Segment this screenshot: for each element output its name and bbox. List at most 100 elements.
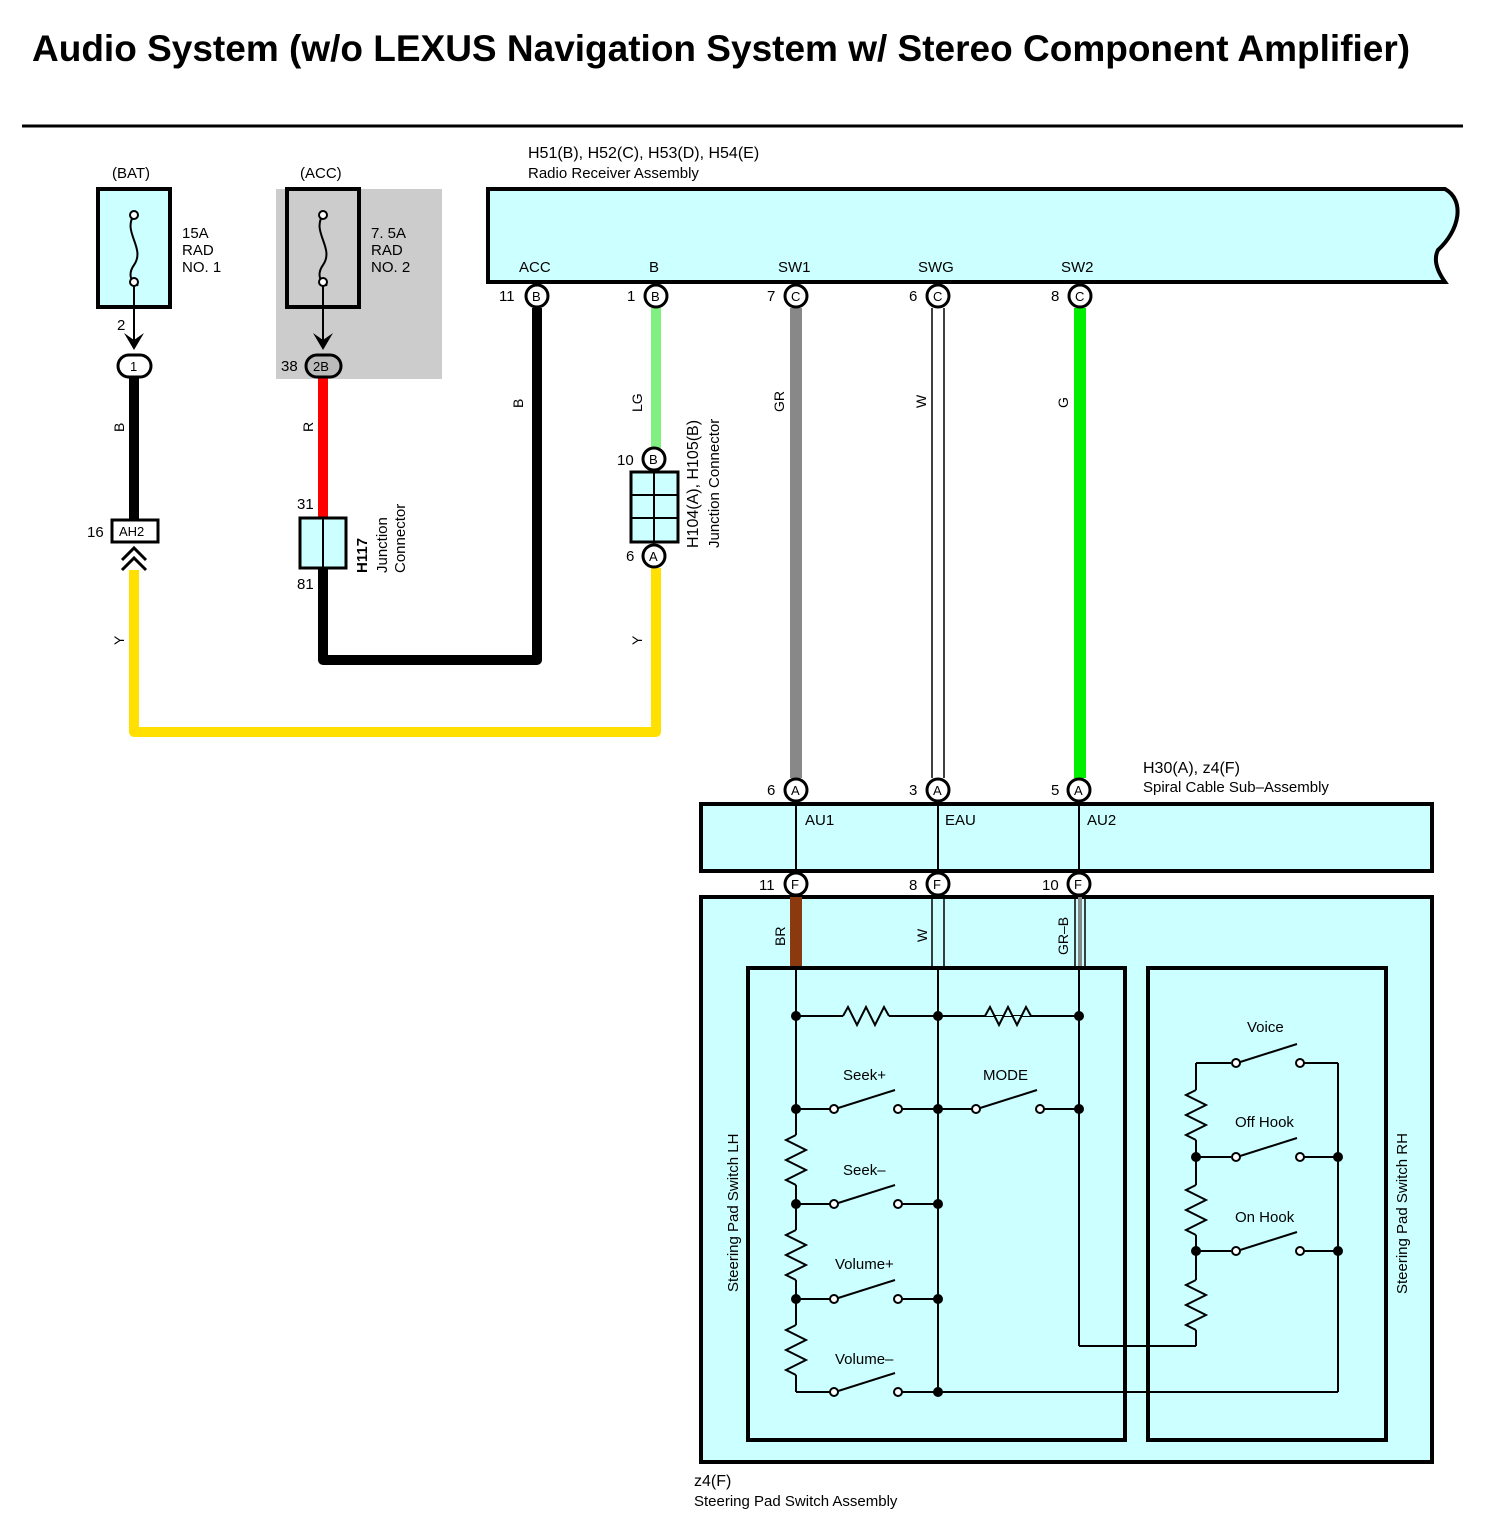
radio-conn-swg: C <box>933 289 942 304</box>
fuse2-rating: 7. 5A <box>371 225 406 242</box>
switch-volume-minus-label: Volume– <box>835 1351 894 1368</box>
steering-rh-label: Steering Pad Switch RH <box>1394 1133 1411 1294</box>
junction-connector-h117: 31 81 H117 Junction Connector <box>297 496 409 593</box>
h104-name: Junction Connector <box>706 419 723 548</box>
spiral-name: Spiral Cable Sub–Assembly <box>1143 779 1329 796</box>
svg-text:AH2: AH2 <box>119 524 144 539</box>
wire-label-b2: B <box>510 399 526 408</box>
radio-pin-sw1: 7 <box>767 288 775 305</box>
fuse1-name-l1: RAD <box>182 242 214 259</box>
wire-label-r: R <box>300 422 316 432</box>
svg-text:F: F <box>933 877 941 892</box>
wire-label-y1: Y <box>111 635 127 645</box>
page-title: Audio System (w/o LEXUS Navigation Syste… <box>32 28 1411 69</box>
spiral-term-au2: AU2 <box>1087 812 1116 829</box>
connector-1: 1 <box>116 353 153 379</box>
switch-seek-minus-label: Seek– <box>843 1162 886 1179</box>
fuse2-name-l1: RAD <box>371 242 403 259</box>
steering-code: z4(F) <box>694 1473 731 1490</box>
wire-label-lg: LG <box>629 393 645 412</box>
h117-pin-top: 31 <box>297 496 314 513</box>
spiral-pin-au1-bottom: 11 <box>759 877 775 894</box>
svg-text:A: A <box>1074 783 1083 798</box>
radio-term-b: B <box>649 259 659 276</box>
switch-off-hook-label: Off Hook <box>1235 1114 1294 1131</box>
radio-pin-sw2: 8 <box>1051 288 1059 305</box>
radio-conn-b: B <box>651 289 660 304</box>
chevron-up-icon <box>120 545 148 572</box>
wire-label-w: W <box>913 394 929 408</box>
radio-name: Radio Receiver Assembly <box>528 165 699 182</box>
resistor-icon <box>842 1004 890 1028</box>
radio-pin-b: 1 <box>627 288 635 305</box>
fuse1-source: (BAT) <box>112 165 150 182</box>
ah2-pin: 16 <box>87 524 104 541</box>
resistor-icon <box>783 1324 809 1376</box>
arrow-icon <box>313 333 333 350</box>
radio-conn-sw2: C <box>1075 289 1084 304</box>
wire-label-g: G <box>1055 397 1071 408</box>
fuse-rad-no1: (BAT) 15A RAD NO. 1 2 <box>96 165 221 350</box>
spiral-cable-sub-assembly: H30(A), z4(F) Spiral Cable Sub–Assembly … <box>699 760 1434 897</box>
radio-receiver-assembly: H51(B), H52(C), H53(D), H54(E) Radio Rec… <box>486 145 1460 309</box>
switch-volume-plus-label: Volume+ <box>835 1256 894 1273</box>
radio-term-sw1: SW1 <box>778 259 811 276</box>
radio-term-sw2: SW2 <box>1061 259 1094 276</box>
switch-voice-label: Voice <box>1247 1019 1284 1036</box>
h105-conn: B <box>649 452 658 467</box>
h117-pin-bottom: 81 <box>297 576 314 593</box>
h117-code: H117 <box>354 538 371 573</box>
fuse1-pin: 2 <box>117 317 125 334</box>
h104-conn: A <box>649 549 658 564</box>
fuse2-name-l2: NO. 2 <box>371 259 410 276</box>
resistor-icon <box>783 1229 809 1281</box>
svg-text:A: A <box>933 783 942 798</box>
radio-term-acc: ACC <box>519 259 551 276</box>
fuse2-source: (ACC) <box>300 165 342 182</box>
steering-name: Steering Pad Switch Assembly <box>694 1493 898 1510</box>
radio-pin-swg: 6 <box>909 288 917 305</box>
svg-text:2B: 2B <box>313 359 329 374</box>
spiral-term-au1: AU1 <box>805 812 834 829</box>
h105-pin: 10 <box>617 452 634 469</box>
switch-seek-plus-label: Seek+ <box>843 1067 886 1084</box>
spiral-pin-eau-top: 3 <box>909 782 917 799</box>
radio-pin-acc: 11 <box>499 288 515 305</box>
fuse1-rating: 15A <box>182 225 209 242</box>
arrow-icon <box>124 333 144 350</box>
fuse-rad-no2: (ACC) 7. 5A RAD NO. 2 <box>276 165 442 379</box>
spiral-pin-eau-bottom: 8 <box>909 877 917 894</box>
h104-pin: 6 <box>626 548 634 565</box>
radio-code: H51(B), H52(C), H53(D), H54(E) <box>528 145 759 162</box>
h117-name-l1: Junction <box>374 517 391 573</box>
resistor-icon <box>1183 1184 1209 1236</box>
connector-2b: 38 2B <box>281 353 343 379</box>
steering-pad-switch-assembly: BR W GR–B z4(F) Steering Pad Switch Asse… <box>694 895 1434 1510</box>
wire-label-gr: GR <box>771 391 787 412</box>
svg-text:A: A <box>791 783 800 798</box>
wire-label-w2: W <box>914 928 930 942</box>
spiral-pin-au2-top: 5 <box>1051 782 1059 799</box>
wire-label-y2: Y <box>629 635 645 645</box>
spiral-pin-au2-bottom: 10 <box>1042 877 1059 894</box>
spiral-term-eau: EAU <box>945 812 976 829</box>
spiral-pin-au1-top: 6 <box>767 782 775 799</box>
svg-text:F: F <box>1074 877 1082 892</box>
resistor-icon <box>984 1004 1032 1028</box>
radio-term-swg: SWG <box>918 259 954 276</box>
junction-connector-h104: 10 B 6 A H104(A), H105(B) Junction Conne… <box>617 419 723 569</box>
svg-text:F: F <box>791 877 799 892</box>
resistor-icon <box>783 1134 809 1186</box>
radio-conn-sw1: C <box>791 289 800 304</box>
wire-label-grb: GR–B <box>1055 917 1071 955</box>
h117-name-l2: Connector <box>392 504 409 573</box>
fuse1-name-l2: NO. 1 <box>182 259 221 276</box>
switch-mode-label: MODE <box>983 1067 1028 1084</box>
resistor-icon <box>1183 1279 1209 1331</box>
steering-lh-label: Steering Pad Switch LH <box>725 1134 742 1292</box>
svg-text:1: 1 <box>130 359 137 374</box>
wire-label-b: B <box>111 423 127 432</box>
spiral-code: H30(A), z4(F) <box>1143 760 1240 777</box>
connector-ah2: 16 AH2 <box>87 518 160 572</box>
